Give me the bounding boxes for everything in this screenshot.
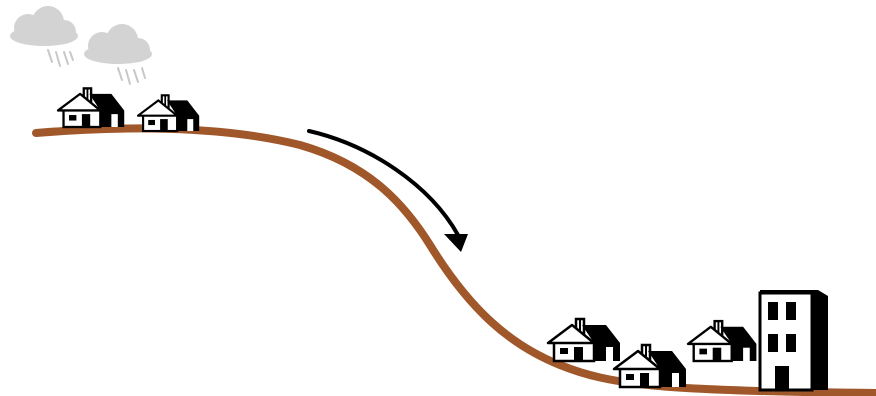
house-icon bbox=[688, 321, 756, 361]
house-icon bbox=[548, 319, 620, 361]
apartment-building-icon bbox=[760, 290, 828, 390]
house-icon bbox=[138, 95, 199, 131]
house-icon bbox=[58, 88, 124, 127]
cloud-icon bbox=[10, 6, 78, 46]
cloud-icon bbox=[84, 24, 152, 64]
house-icon bbox=[614, 345, 686, 387]
rain-clouds bbox=[10, 6, 152, 84]
